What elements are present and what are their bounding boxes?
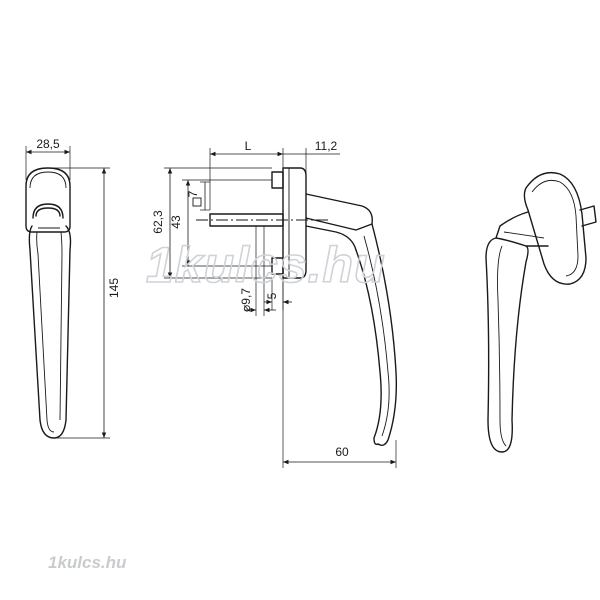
front-view: 28,5 145 <box>25 137 121 439</box>
dim-height-43: 43 <box>169 215 183 229</box>
dim-height-total: 145 <box>107 278 121 298</box>
dim-height-62: 62,3 <box>151 210 165 234</box>
watermark-corner: 1kulcs.hu <box>48 553 127 572</box>
dim-diameter: ⌀9,7 <box>239 288 253 312</box>
watermark-main: 1kulcs.hu <box>146 237 386 293</box>
dim-square-7: 7 <box>186 190 200 197</box>
dim-width-top: 28,5 <box>36 137 60 151</box>
dim-reach-60: 60 <box>335 445 349 459</box>
perspective-view <box>485 171 597 453</box>
dim-small-5: 5 <box>265 292 279 299</box>
square-symbol <box>192 197 202 207</box>
side-view: L 11,2 62,3 43 7 ⌀9,7 5 <box>151 139 397 468</box>
dim-length-L: L <box>245 139 252 153</box>
dim-flange-offset: 11,2 <box>315 139 338 153</box>
